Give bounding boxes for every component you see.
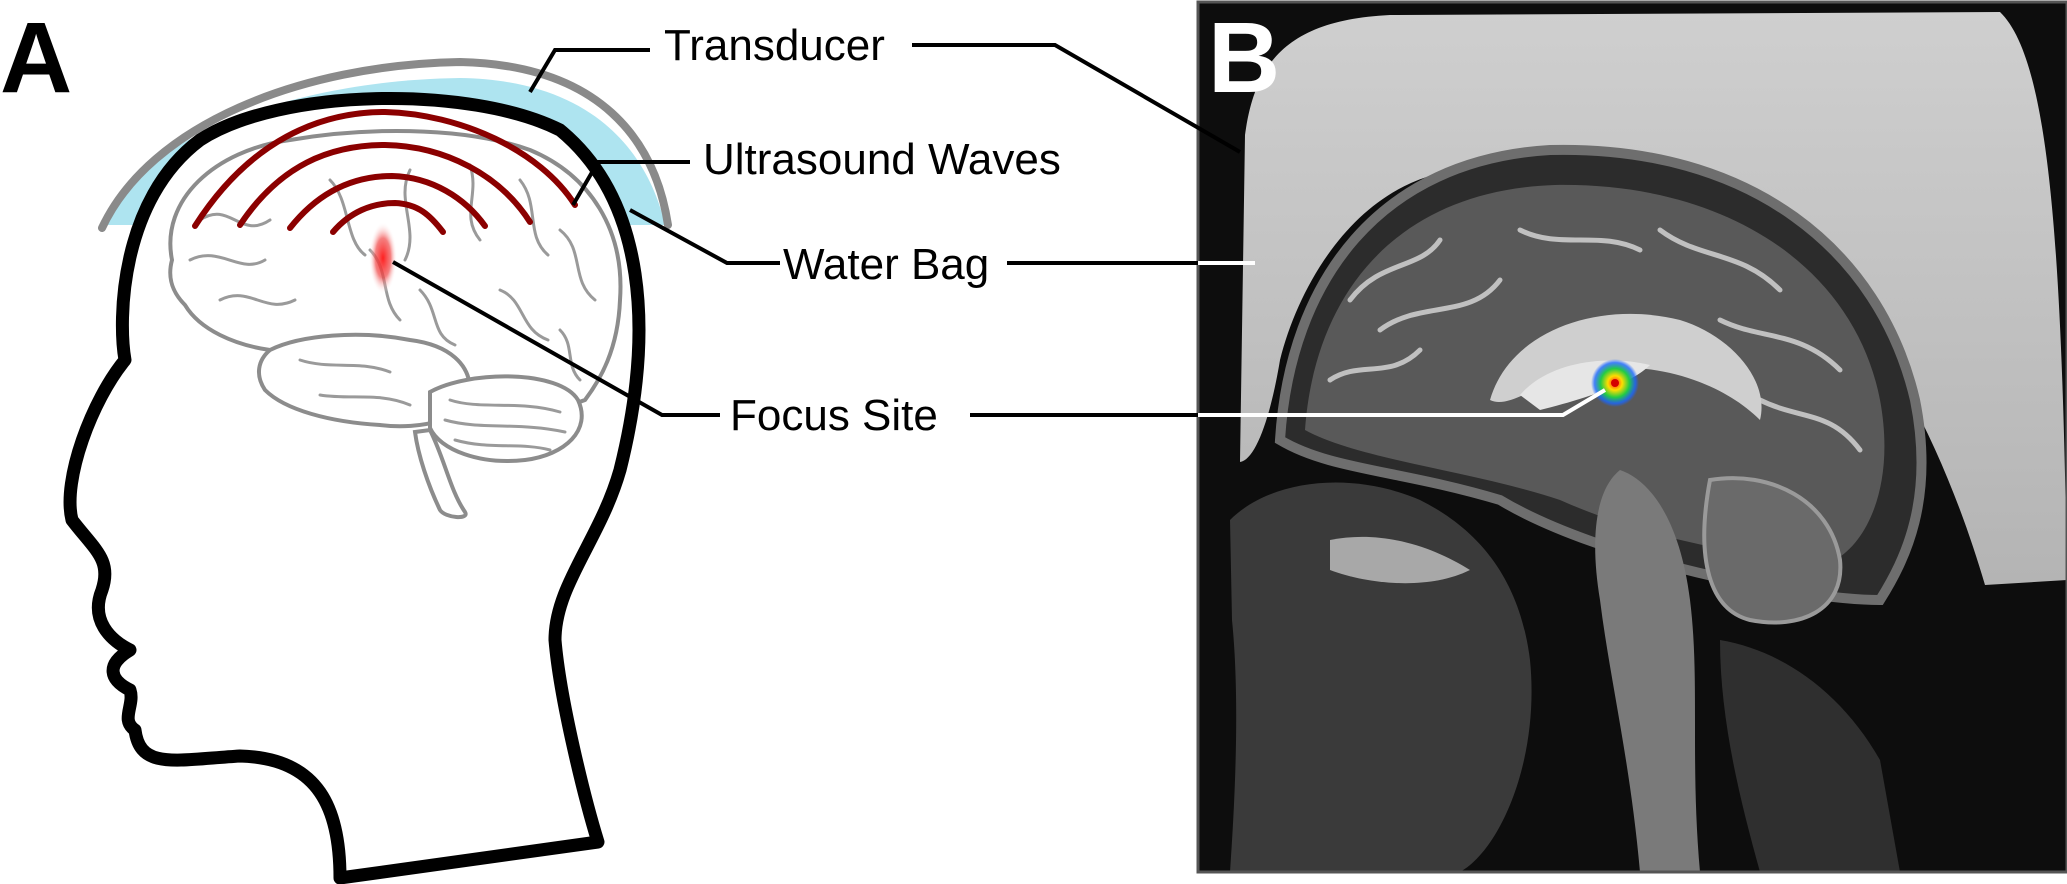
leader-lines	[392, 43, 1607, 417]
panel-a	[63, 57, 672, 884]
mri-face	[1230, 482, 1532, 872]
focus-leader-mri	[1198, 388, 1607, 417]
focus-spot	[369, 222, 397, 294]
transducer-leader-a	[528, 48, 650, 94]
panel-b-border	[1196, 0, 2067, 874]
focus-leader-a	[392, 260, 720, 417]
water-bag-label: Water Bag	[783, 240, 989, 289]
panel-letter-a: A	[0, 2, 72, 114]
mri-neck	[1720, 640, 1900, 872]
panel-letter-b: B	[1208, 2, 1280, 114]
water-bag-leader-a	[629, 208, 780, 265]
wave-arc-1	[192, 108, 578, 229]
mri-sinus	[1330, 536, 1470, 584]
wave-arc-2	[237, 141, 533, 228]
ultrasound-waves-label: Ultrasound Waves	[703, 135, 1061, 184]
focus-site-label: Focus Site	[730, 391, 938, 440]
mri-water-bag	[1240, 12, 2067, 585]
transducer-leader-b	[912, 43, 1242, 154]
mri-cerebellum	[1702, 476, 1843, 625]
transducer-label: Transducer	[664, 21, 885, 70]
wave-arc-3	[287, 172, 488, 231]
wave-arc-4	[330, 199, 446, 235]
mri-focus-core	[1611, 379, 1619, 387]
panel-b	[1198, 2, 2067, 872]
ultrasound-waves	[192, 108, 578, 235]
mri-brainstem	[1595, 470, 1700, 872]
ultrasound-leader	[571, 160, 690, 207]
transducer-shape	[98, 57, 672, 232]
